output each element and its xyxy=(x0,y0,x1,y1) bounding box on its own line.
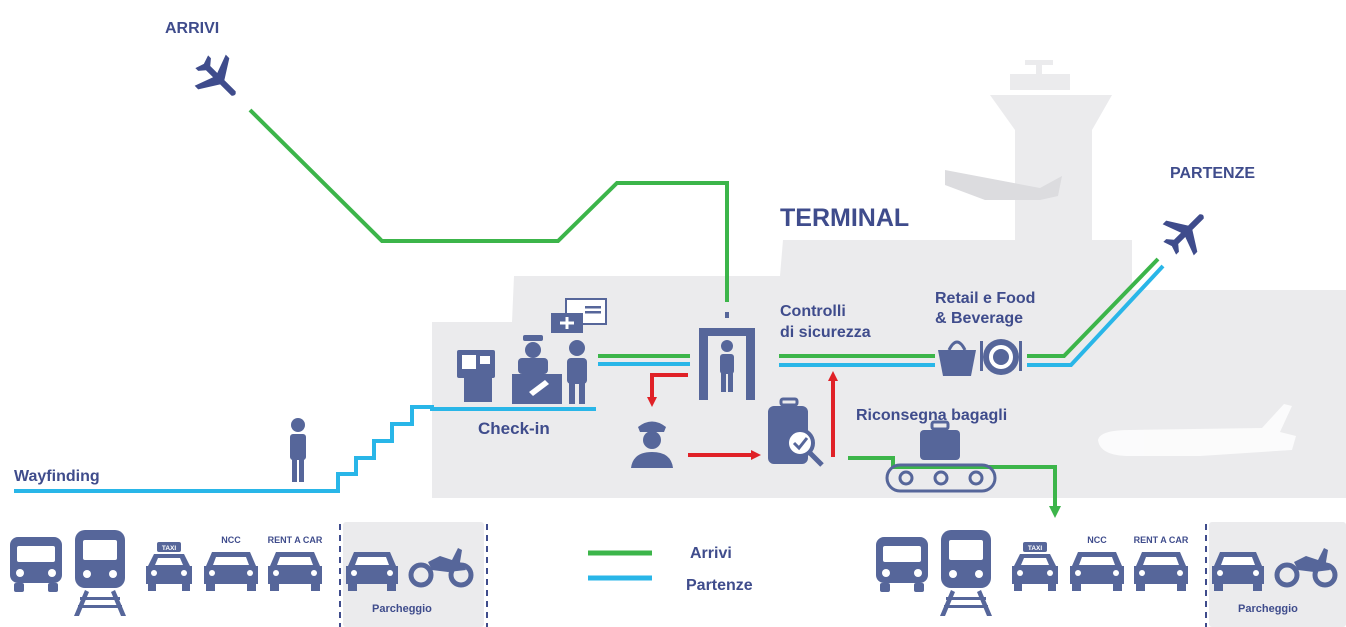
retail-label-line1: Retail e Food xyxy=(935,290,1035,307)
legend: Arrivi Partenze xyxy=(588,545,753,594)
arrivals-route-exit xyxy=(1027,257,1160,358)
bus-icon xyxy=(10,537,62,592)
baggage-claim-icon xyxy=(885,420,997,493)
departures-route-line xyxy=(14,405,596,493)
motorcycle-icon xyxy=(1274,548,1338,588)
departures-plane-icon xyxy=(1162,214,1204,256)
food-plate-icon xyxy=(980,339,1022,375)
parking-label: Parcheggio xyxy=(1238,603,1298,615)
checkin-kiosk-icon xyxy=(457,350,495,402)
terminal-heading: TERMINAL xyxy=(780,204,909,232)
train-icon xyxy=(74,530,126,616)
ncc-car-icon xyxy=(1070,552,1124,591)
arrivals-plane-icon xyxy=(194,54,236,96)
parking-car-icon xyxy=(1212,552,1264,591)
bus-icon xyxy=(876,537,928,592)
taxi-label: TAXI xyxy=(162,545,177,552)
partenze-heading: PARTENZE xyxy=(1170,165,1255,182)
rent-car-icon xyxy=(1134,552,1188,591)
transport-group-right: TAXI NCC RENT A CAR xyxy=(876,522,1346,627)
legend-arrivi-label: Arrivi xyxy=(690,545,732,562)
rent-a-car-label: RENT A CAR xyxy=(1134,535,1189,545)
motorcycle-icon xyxy=(408,548,474,588)
retail-label-line2: & Beverage xyxy=(935,310,1023,327)
taxi-icon xyxy=(1012,542,1058,591)
baggage-inspection-icon xyxy=(768,397,824,467)
taxi-icon xyxy=(146,542,192,591)
taxi-label: TAXI xyxy=(1028,545,1043,552)
traveller-person-icon xyxy=(290,418,306,482)
transport-group-left: TAXI NCC RENT A CAR xyxy=(10,522,488,627)
background-plane-icon xyxy=(945,170,1062,200)
ncc-car-icon xyxy=(204,552,258,591)
riconsegna-label: Riconsegna bagagli xyxy=(856,407,1007,424)
arrivi-heading: ARRIVI xyxy=(165,20,219,37)
parking-car-icon xyxy=(346,552,398,591)
ncc-label: NCC xyxy=(221,535,241,545)
boarding-pass-icon xyxy=(551,298,607,333)
security-check-arrow xyxy=(647,373,688,407)
rent-car-icon xyxy=(268,552,322,591)
controlli-label-line1: Controlli xyxy=(780,303,846,320)
parking-label: Parcheggio xyxy=(372,603,432,615)
checkin-counter-agent-icon xyxy=(512,335,562,404)
checkin-passenger-icon xyxy=(567,340,587,404)
arrivals-route-line xyxy=(248,108,729,302)
legend-partenze-label: Partenze xyxy=(686,577,753,594)
ncc-label: NCC xyxy=(1087,535,1107,545)
terminal-building-background xyxy=(432,60,1346,498)
background-aircraft-icon xyxy=(1098,404,1296,456)
departures-route-exit xyxy=(1027,264,1165,367)
security-gate-icon xyxy=(699,312,755,400)
security-officer-icon xyxy=(631,421,673,468)
wayfinding-label: Wayfinding xyxy=(14,468,100,485)
train-icon xyxy=(940,530,992,616)
checkin-label: Check-in xyxy=(478,419,550,438)
rent-a-car-label: RENT A CAR xyxy=(268,535,323,545)
shopping-bag-icon xyxy=(938,340,976,376)
controlli-label-line2: di sicurezza xyxy=(780,324,871,341)
